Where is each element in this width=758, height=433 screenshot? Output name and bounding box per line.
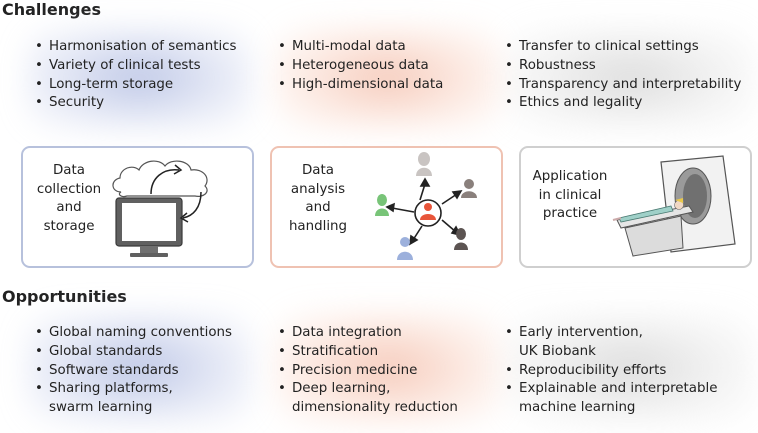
ct-scanner-illustration	[612, 155, 736, 257]
list-item: Global standards	[35, 343, 232, 362]
list-item-line: Sharing platforms,	[49, 381, 173, 397]
person-icon-bottom-right	[454, 228, 468, 250]
panel-label-line: storage	[43, 218, 95, 234]
list-item: Software standards	[35, 362, 232, 381]
list-item-line: Early intervention,	[519, 325, 643, 340]
list-item: Data integration	[278, 324, 458, 343]
list-item: Sharing platforms, swarm learning	[35, 380, 232, 418]
person-icon-top	[416, 152, 432, 176]
list-item: Stratification	[278, 343, 458, 362]
opportunities-list-storage: Global naming conventionsGlobal standard…	[35, 324, 232, 418]
panel-label-line: practice	[542, 206, 598, 222]
list-item: Harmonisation of semantics	[35, 38, 237, 57]
cloud-icon	[112, 160, 208, 198]
panel-clinical-practice: Application in clinical practice	[519, 146, 752, 268]
person-icon-right	[461, 179, 477, 198]
ct-scanner-icon	[612, 155, 736, 257]
panel-label-line: Application	[532, 169, 608, 184]
monitor-icon	[115, 197, 183, 257]
challenges-list-analysis: Multi-modal dataHeterogeneous dataHigh-d…	[278, 38, 443, 94]
panel-analysis-label: Data analysis and handling	[282, 162, 354, 236]
list-item-line: dimensionality reduction	[292, 400, 458, 416]
panel-label-line: collection	[36, 181, 102, 197]
center-person-icon	[414, 199, 442, 227]
list-item: Heterogeneous data	[278, 57, 443, 76]
list-item: Multi-modal data	[278, 38, 443, 57]
panel-label-line: analysis	[290, 181, 346, 197]
list-item-line: Deep learning,	[292, 381, 391, 397]
list-item: High-dimensional data	[278, 76, 443, 95]
opportunities-title: Opportunities	[2, 287, 127, 306]
panel-label-line: Data	[53, 163, 85, 178]
opportunities-list-analysis: Data integrationStratificationPrecision …	[278, 324, 458, 418]
list-item: Global naming conventions	[35, 324, 232, 343]
list-item: Early intervention, UK Biobank	[505, 324, 717, 362]
list-item: Ethics and legality	[505, 94, 741, 113]
challenges-list-clinical: Transfer to clinical settingsRobustnessT…	[505, 38, 741, 113]
list-item: Security	[35, 94, 237, 113]
panel-label-line: Data	[302, 163, 334, 178]
list-item: Reproducibility efforts	[505, 362, 717, 381]
challenges-list-storage: Harmonisation of semanticsVariety of cli…	[35, 38, 237, 113]
sync-arrows-icon	[150, 164, 202, 223]
person-icon-left	[375, 194, 389, 216]
list-item-line: machine learning	[519, 400, 636, 416]
panel-clinical-label: Application in clinical practice	[527, 168, 613, 224]
list-item: Transparency and interpretability	[505, 76, 741, 95]
panel-label-line: and	[305, 200, 331, 216]
challenges-title: Challenges	[2, 0, 101, 19]
list-item-line: swarm learning	[49, 400, 153, 416]
panel-data-storage: Data collection and storage	[21, 146, 254, 268]
list-item-line: Explainable and interpretable	[519, 381, 718, 397]
panel-label-line: handling	[288, 218, 348, 234]
list-item: Variety of clinical tests	[35, 57, 237, 76]
person-icon-bottom-left	[397, 237, 413, 260]
network-arrows-icon	[385, 177, 463, 246]
storage-illustration	[112, 160, 208, 257]
list-item: Deep learning, dimensionality reduction	[278, 380, 458, 418]
list-item-line: UK Biobank	[519, 343, 596, 359]
panel-label-line: and	[56, 200, 82, 216]
panel-data-analysis: Data analysis and handling	[270, 146, 503, 268]
panel-storage-label: Data collection and storage	[33, 162, 105, 236]
list-item: Robustness	[505, 57, 741, 76]
list-item: Long-term storage	[35, 76, 237, 95]
list-item: Explainable and interpretable machine lea…	[505, 380, 717, 418]
analysis-illustration	[375, 152, 477, 260]
list-item: Transfer to clinical settings	[505, 38, 741, 57]
opportunities-list-clinical: Early intervention, UK BiobankReproducibi…	[505, 324, 717, 418]
list-item: Precision medicine	[278, 362, 458, 381]
panel-label-line: in clinical	[538, 187, 602, 203]
